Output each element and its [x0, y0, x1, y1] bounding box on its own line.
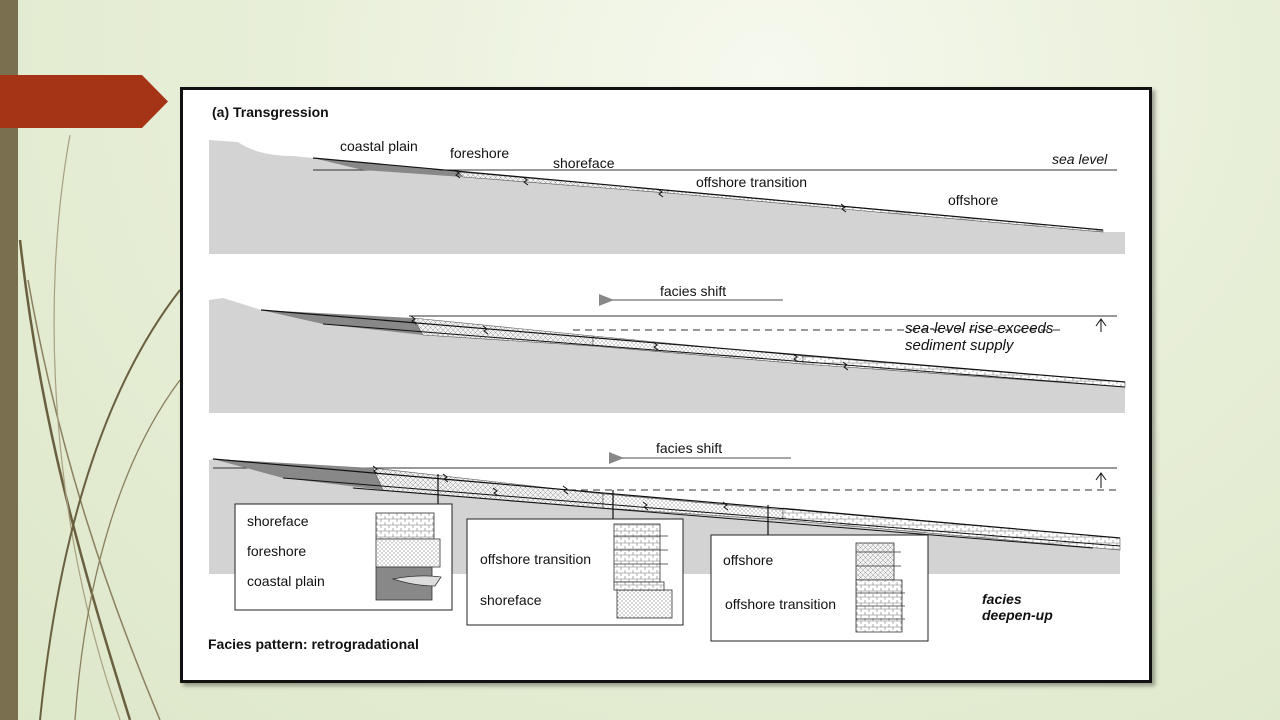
- label-sea-level: sea level: [1052, 151, 1108, 167]
- log1-label-coastal-plain: coastal plain: [247, 573, 325, 589]
- facies-shift-label-1: facies shift: [660, 283, 726, 299]
- diagram-canvas: (a) Transgression coastal plain foreshor…: [208, 104, 1126, 652]
- log3-label-offshore-transition: offshore transition: [725, 596, 836, 612]
- rise-note-line2: sediment supply: [905, 337, 1015, 354]
- log1-label-shoreface: shoreface: [247, 513, 309, 529]
- log3-label-offshore: offshore: [723, 552, 774, 568]
- facies-shift-label-2: facies shift: [656, 440, 722, 456]
- log2-label-shoreface: shoreface: [480, 592, 542, 608]
- log2-label-offshore-transition: offshore transition: [480, 551, 591, 567]
- log-box-3: [710, 534, 929, 642]
- pattern-caption: Facies pattern: retrogradational: [208, 636, 419, 652]
- log-box-1: [234, 503, 453, 611]
- label-foreshore: foreshore: [450, 145, 509, 161]
- panel-title: (a) Transgression: [212, 104, 329, 120]
- log-box-2: [466, 518, 684, 626]
- title-arrow-tab: [0, 75, 168, 128]
- log1-label-foreshore: foreshore: [247, 543, 306, 559]
- rise-note-line1: sea-level rise exceeds: [905, 320, 1054, 337]
- label-coastal-plain: coastal plain: [340, 138, 418, 154]
- label-offshore: offshore: [948, 192, 999, 208]
- left-accent-bar: [0, 0, 18, 720]
- panel-1-profile: [209, 140, 1125, 254]
- deepen-label-line1: facies: [982, 591, 1022, 607]
- label-offshore-transition: offshore transition: [696, 174, 807, 190]
- panel-2-profile: [209, 294, 1126, 413]
- transgression-figure: (a) Transgression coastal plain foreshor…: [180, 87, 1152, 683]
- decorative-curves: [18, 134, 181, 720]
- label-shoreface: shoreface: [553, 155, 615, 171]
- deepen-label-line2: deepen-up: [982, 607, 1053, 623]
